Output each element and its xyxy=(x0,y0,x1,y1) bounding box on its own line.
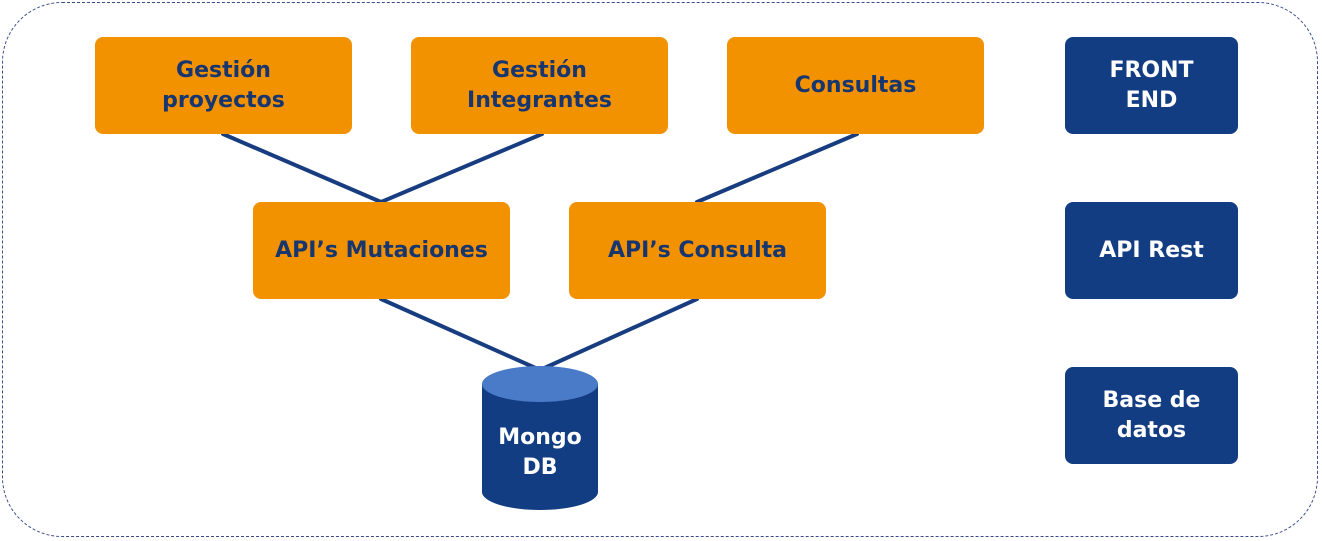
node-gestion-proyectos-line1: Gestión xyxy=(176,57,271,83)
node-gestion-integrantes: Gestión Integrantes xyxy=(411,37,668,134)
node-mongo-db-label: Mongo DB xyxy=(482,423,598,483)
link-gestion-proyectos-to-api-mutaciones xyxy=(221,132,383,204)
legend-front-end-line2: END xyxy=(1125,87,1178,113)
legend-front-end: FRONT END xyxy=(1065,37,1238,134)
legend-front-end-line1: FRONT xyxy=(1109,57,1194,83)
node-api-consulta-label: API’s Consulta xyxy=(607,237,788,263)
legend-api-rest-label: API Rest xyxy=(1099,237,1204,263)
node-gestion-integrantes-line1: Gestión xyxy=(492,57,587,83)
node-api-mutaciones-label: API’s Mutaciones xyxy=(275,237,488,263)
node-mongo-db: Mongo DB xyxy=(482,366,598,510)
legend-base-de-datos-line2: datos xyxy=(1116,417,1187,443)
node-consultas: Consultas xyxy=(727,37,984,134)
node-mongo-db-line2: DB xyxy=(522,455,558,480)
legend-base-de-datos-line1: Base de xyxy=(1102,387,1201,413)
database-cylinder-icon xyxy=(482,366,598,510)
node-mongo-db-line1: Mongo xyxy=(498,425,582,450)
link-gestion-integrantes-to-api-mutaciones xyxy=(379,132,544,204)
node-gestion-integrantes-line2: Integrantes xyxy=(467,87,612,113)
node-gestion-proyectos: Gestión proyectos xyxy=(95,37,352,134)
legend-api-rest: API Rest xyxy=(1065,202,1238,299)
link-consultas-to-api-consulta xyxy=(695,132,859,204)
node-api-consulta: API’s Consulta xyxy=(569,202,826,299)
node-api-mutaciones: API’s Mutaciones xyxy=(253,202,510,299)
node-gestion-proyectos-line2: proyectos xyxy=(162,87,285,113)
node-consultas-label: Consultas xyxy=(794,72,917,98)
link-api-mutaciones-to-mongo xyxy=(379,297,542,372)
legend-base-de-datos: Base de datos xyxy=(1065,367,1238,464)
link-api-consulta-to-mongo xyxy=(538,297,699,372)
